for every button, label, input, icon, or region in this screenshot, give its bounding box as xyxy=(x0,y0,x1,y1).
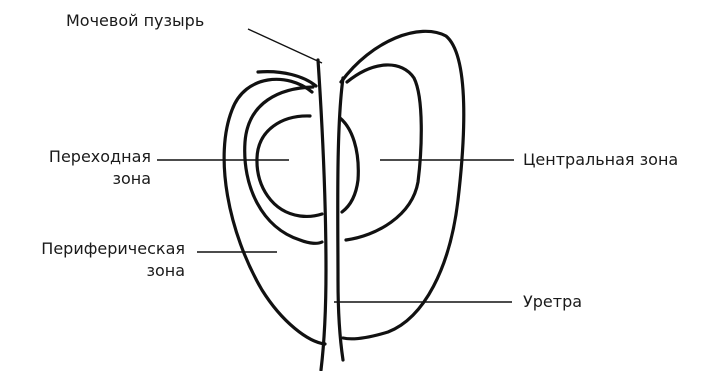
left-lobe-outer-outline xyxy=(224,79,325,344)
transition-zone-label: Переходная зона xyxy=(49,146,151,190)
transition-zone-inner-outline xyxy=(257,116,322,216)
bladder-label: Мочевой пузырь xyxy=(66,10,204,32)
bladder-leader-line xyxy=(248,29,322,63)
transition-zone-label-line2: зона xyxy=(49,168,151,190)
peripheral-zone-label-line2: зона xyxy=(41,260,185,282)
peripheral-zone-label-line1: Периферическая xyxy=(41,238,185,260)
transition-zone-label-line1: Переходная xyxy=(49,146,151,168)
central-zone-inner-arc xyxy=(340,118,358,212)
right-lobe-outer-outline xyxy=(341,31,464,338)
urethra-label: Уретра xyxy=(523,291,582,313)
central-zone-label: Центральная зона xyxy=(523,149,678,171)
peripheral-zone-label: Периферическая зона xyxy=(41,238,185,282)
